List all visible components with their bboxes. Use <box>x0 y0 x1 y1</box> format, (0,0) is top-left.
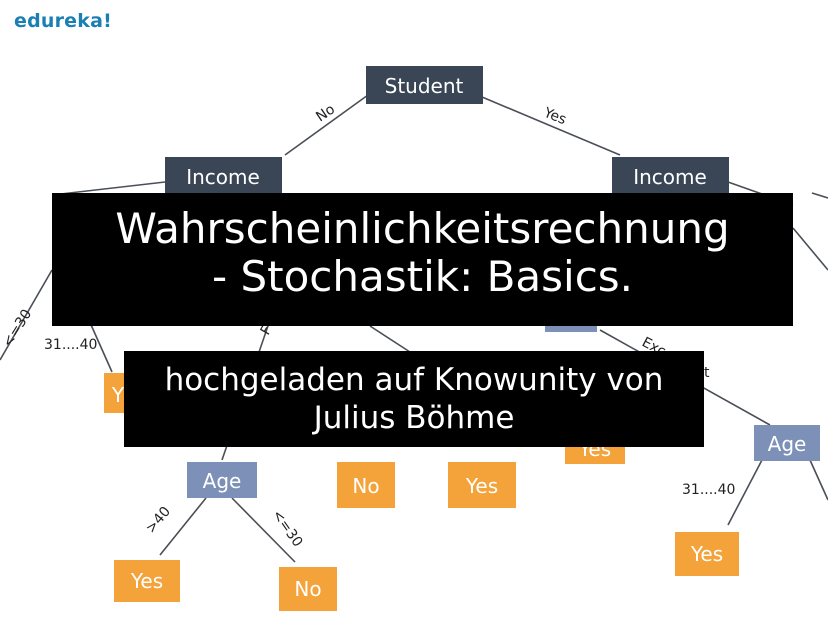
node-no-middle <box>337 462 395 508</box>
node-income-right <box>612 157 729 193</box>
edge-income-left-down <box>51 181 166 196</box>
edge-age-gt40 <box>159 497 207 556</box>
edge-label-le30-left: <=30 <box>0 307 35 350</box>
node-yes-bottom-left <box>114 560 180 602</box>
edge-left-le30 <box>0 269 53 361</box>
node-yes-middle <box>448 462 516 508</box>
edge-right-out2 <box>792 227 828 271</box>
node-yes-left-partial-label: Y <box>111 383 125 407</box>
edge-label-range-right: 31....40 <box>682 482 735 498</box>
edureka-logo: edureka! <box>14 10 112 32</box>
node-yes-middle-label: Yes <box>465 474 498 498</box>
edge-student-income-left <box>284 94 369 156</box>
node-no-bottom-left-label: No <box>294 577 321 601</box>
edge-age-range <box>727 459 763 526</box>
edge-label-no: No <box>313 101 338 125</box>
edge-label-le30-bottom: <=30 <box>269 507 306 550</box>
node-no-bottom-left <box>279 567 337 611</box>
edge-right-partial <box>809 459 828 501</box>
node-age-left <box>187 462 257 498</box>
edge-age-le30 <box>231 497 296 563</box>
node-age-left-label: Age <box>203 469 242 493</box>
subtitle-line-2: Julius Böhme <box>313 400 515 436</box>
node-yes-bottom-right-label: Yes <box>690 542 723 566</box>
edge-label-gt40: >40 <box>143 504 174 537</box>
node-income-left-label: Income <box>186 165 260 189</box>
title-line-1: Wahrscheinlichkeitsrechnung <box>115 204 730 253</box>
node-student <box>366 66 483 104</box>
node-yes-bottom-left-label: Yes <box>130 569 163 593</box>
node-income-right-label: Income <box>633 165 707 189</box>
node-income-left <box>165 157 282 193</box>
edge-student-income-right <box>481 96 621 156</box>
node-yes-bottom-right <box>675 532 739 576</box>
node-age-right <box>754 425 820 461</box>
edge-label-t-partial: t <box>704 365 710 381</box>
edge-label-yes: Yes <box>541 104 569 128</box>
title-line-2: - Stochastik: Basics. <box>211 252 634 301</box>
edge-to-no-mid <box>369 325 411 353</box>
subtitle-line-1: hochgeladen auf Knowunity von <box>164 362 664 398</box>
edge-label-range-left: 31....40 <box>44 337 97 353</box>
title-overlay: Wahrscheinlichkeitsrechnung - Stochastik… <box>52 193 793 326</box>
edge-right-top <box>811 192 828 199</box>
subtitle-overlay: hochgeladen auf Knowunity von Julius Böh… <box>124 351 704 447</box>
node-age-right-label: Age <box>768 432 807 456</box>
node-no-middle-label: No <box>352 474 379 498</box>
node-student-label: Student <box>385 74 464 98</box>
